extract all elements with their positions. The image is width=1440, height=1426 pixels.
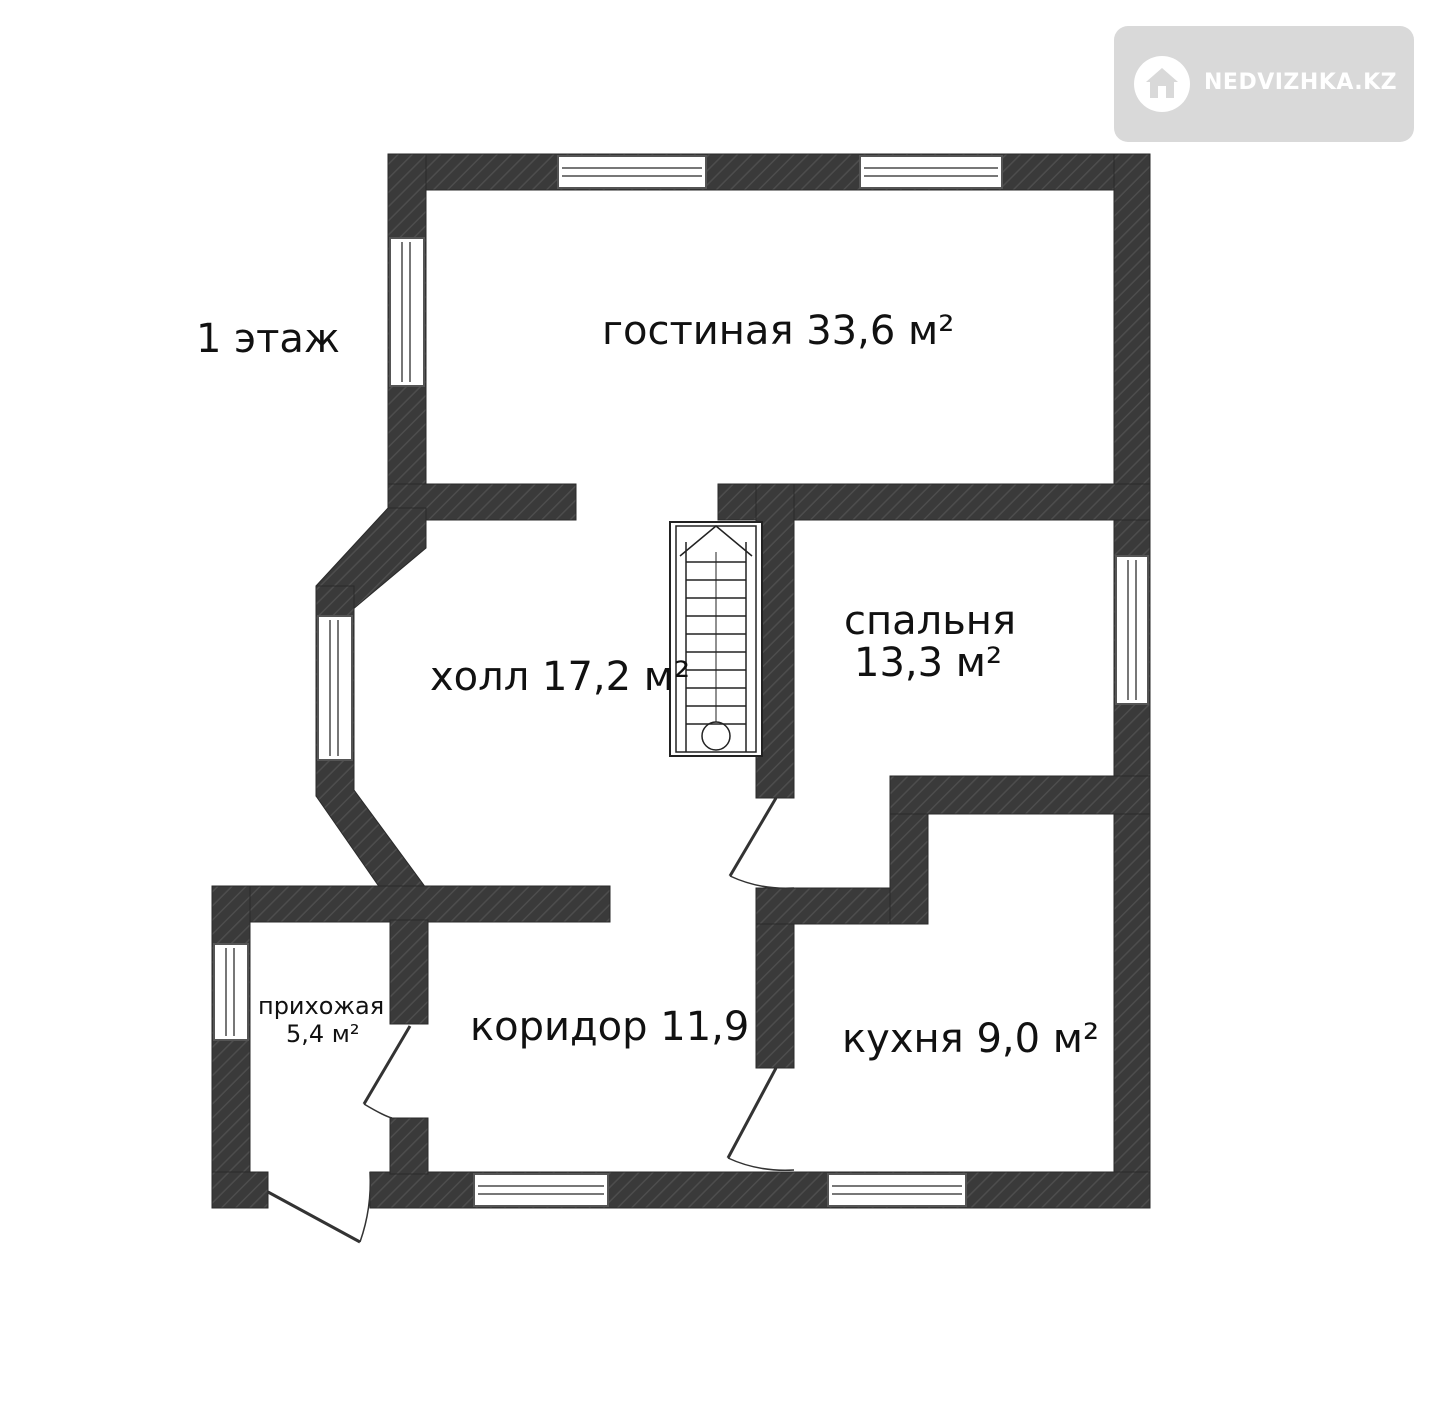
door-front	[267, 1171, 372, 1244]
watermark: NEDVIZHKA.KZ	[1114, 26, 1414, 142]
house-icon	[1134, 56, 1190, 112]
window-top-1	[557, 155, 707, 189]
door-kitchen	[726, 1067, 795, 1171]
room-corridor-label: коридор 11,9	[470, 1004, 749, 1050]
watermark-text: NEDVIZHKA.KZ	[1204, 70, 1398, 95]
wall-corridor-top	[211, 885, 611, 923]
room-hall-label: холл 17,2 м²	[430, 654, 690, 700]
wall-bottom-left	[211, 1171, 269, 1209]
window-bedroom-right	[1115, 555, 1149, 705]
floor-label: 1 этаж	[196, 316, 340, 362]
stair-arrow	[679, 525, 753, 557]
wall-entrance-corridor-upper	[389, 919, 429, 1025]
room-living-name: гостиная	[602, 308, 794, 354]
room-hall-area: 17,2 м²	[542, 654, 690, 700]
wall-entrance-corridor-lower	[389, 1117, 429, 1175]
wall-entrance-left	[211, 885, 251, 1209]
room-entrance-name: прихожая	[258, 992, 384, 1020]
staircase	[669, 521, 763, 757]
window-entrance-left	[213, 943, 249, 1041]
room-kitchen-name: кухня	[842, 1016, 964, 1062]
room-corridor-area: 11,9	[660, 1004, 749, 1050]
room-bedroom-area: 13,3 м²	[854, 640, 1002, 686]
window-top-2	[859, 155, 1003, 189]
window-bottom-corridor	[473, 1173, 609, 1207]
window-bottom-kitchen	[827, 1173, 967, 1207]
room-corridor-name: коридор	[470, 1004, 648, 1050]
room-entrance-area: 5,4 м²	[286, 1020, 360, 1048]
wall-kitchen-top-right	[889, 775, 1151, 815]
window-living-left	[389, 237, 425, 387]
wall-top	[387, 153, 1151, 191]
room-kitchen-area: 9,0 м²	[976, 1016, 1099, 1062]
room-living-label: гостиная 33,6 м²	[602, 308, 954, 354]
door-bedroom	[728, 797, 795, 889]
room-living-area: 33,6 м²	[806, 308, 954, 354]
room-hall-name: холл	[430, 654, 529, 700]
room-kitchen-label: кухня 9,0 м²	[842, 1016, 1099, 1062]
door-entrance-corridor	[362, 1025, 412, 1119]
wall-bay-lower	[315, 759, 427, 889]
doors	[267, 797, 795, 1244]
room-bedroom-name: спальня	[844, 598, 1016, 644]
windows	[213, 155, 1149, 1207]
window-hall-bay	[317, 615, 353, 761]
